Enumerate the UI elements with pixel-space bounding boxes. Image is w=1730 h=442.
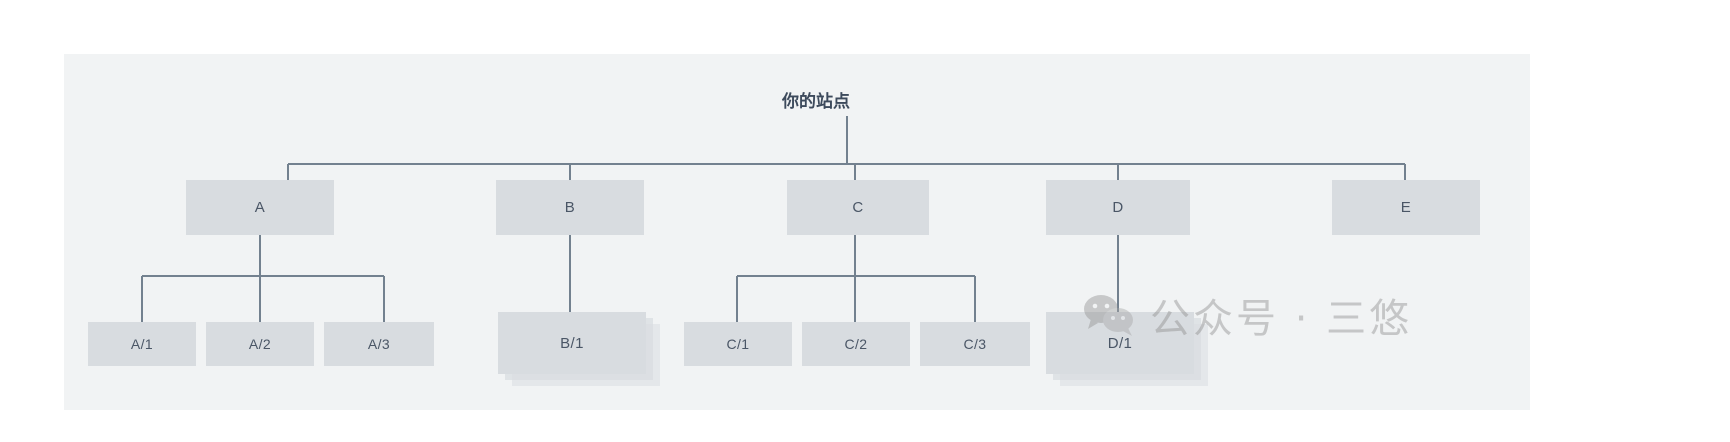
tree-node-e[interactable]: E [1332,180,1480,235]
tree-node-d[interactable]: D [1046,180,1190,235]
tree-node-label: C/2 [844,336,868,352]
tree-node-b[interactable]: B [496,180,644,235]
tree-node-c-3[interactable]: C/3 [920,322,1030,366]
sitemap-panel: 你的站点 A B C D E A/1 A/2 A/3 B/1 [64,54,1530,410]
tree-node-c-1[interactable]: C/1 [684,322,792,366]
tree-node-a-1[interactable]: A/1 [88,322,196,366]
tree-node-label: A/3 [367,336,391,352]
tree-node-d-1[interactable]: D/1 [1046,312,1194,374]
tree-node-label: C/3 [963,336,987,352]
tree-node-c[interactable]: C [787,180,929,235]
tree-node-label: D [1112,199,1124,216]
tree-node-label: A/2 [248,336,272,352]
tree-node-c-2[interactable]: C/2 [802,322,910,366]
tree-node-label: B/1 [560,334,584,352]
sitemap-tree: 你的站点 A B C D E A/1 A/2 A/3 B/1 [64,54,1530,410]
tree-node-a-3[interactable]: A/3 [324,322,434,366]
tree-node-label: C/1 [726,336,750,352]
tree-node-label: A [254,199,266,216]
tree-node-d-1-stack[interactable]: D/1 [1046,312,1208,386]
tree-node-b-1-stack[interactable]: B/1 [498,312,660,386]
tree-node-label: C [852,199,864,216]
tree-node-a-2[interactable]: A/2 [206,322,314,366]
root-node-label: 你的站点 [782,92,850,112]
tree-node-label: B [564,199,576,216]
tree-node-label: A/1 [130,336,154,352]
tree-node-b-1[interactable]: B/1 [498,312,646,374]
tree-node-label: E [1400,199,1412,216]
tree-node-a[interactable]: A [186,180,334,235]
tree-node-label: D/1 [1107,334,1133,352]
